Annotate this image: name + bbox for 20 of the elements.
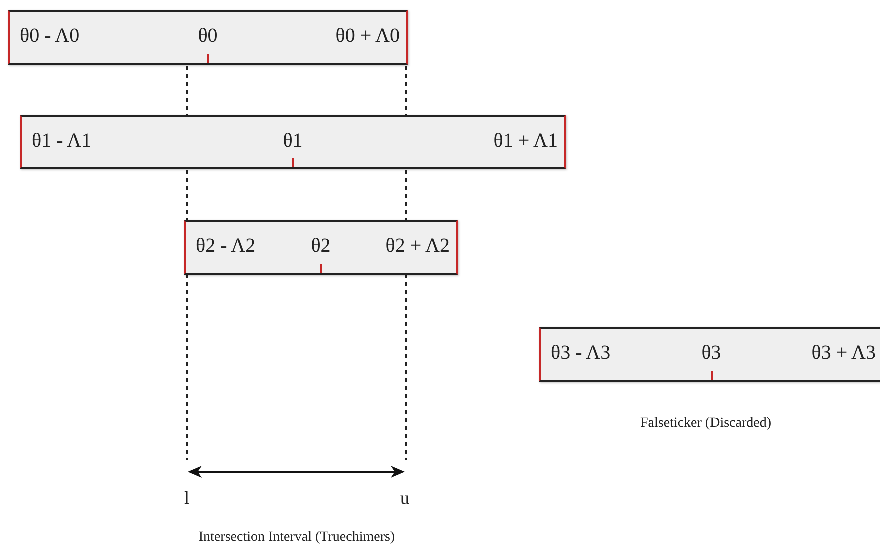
bound-label: θ3 + Λ3 [812, 342, 876, 365]
caption: Intersection Interval (Truechimers) [198, 530, 396, 546]
bound-label: θ2 [311, 235, 331, 258]
bound-label: θ0 [198, 25, 218, 48]
node-label: Falseticker (Discarded) [640, 416, 772, 432]
bound-label: θ3 - Λ3 [551, 342, 611, 365]
bound-marker: l [184, 488, 190, 509]
bound-label: θ1 [283, 130, 303, 153]
bound-label: θ1 + Λ1 [494, 130, 558, 153]
interval-bar [539, 327, 880, 382]
bound-label: θ0 + Λ0 [336, 25, 400, 48]
bound-label: θ2 - Λ2 [196, 235, 256, 258]
bound-label: θ3 [702, 342, 722, 365]
bound-label: θ2 + Λ2 [386, 235, 450, 258]
interval-bar [20, 115, 566, 169]
interval-bar [8, 10, 408, 65]
bound-label: θ0 - Λ0 [20, 25, 80, 48]
interval-bar [184, 220, 458, 275]
bound-marker: u [400, 488, 410, 509]
bound-label: θ1 - Λ1 [32, 130, 92, 153]
